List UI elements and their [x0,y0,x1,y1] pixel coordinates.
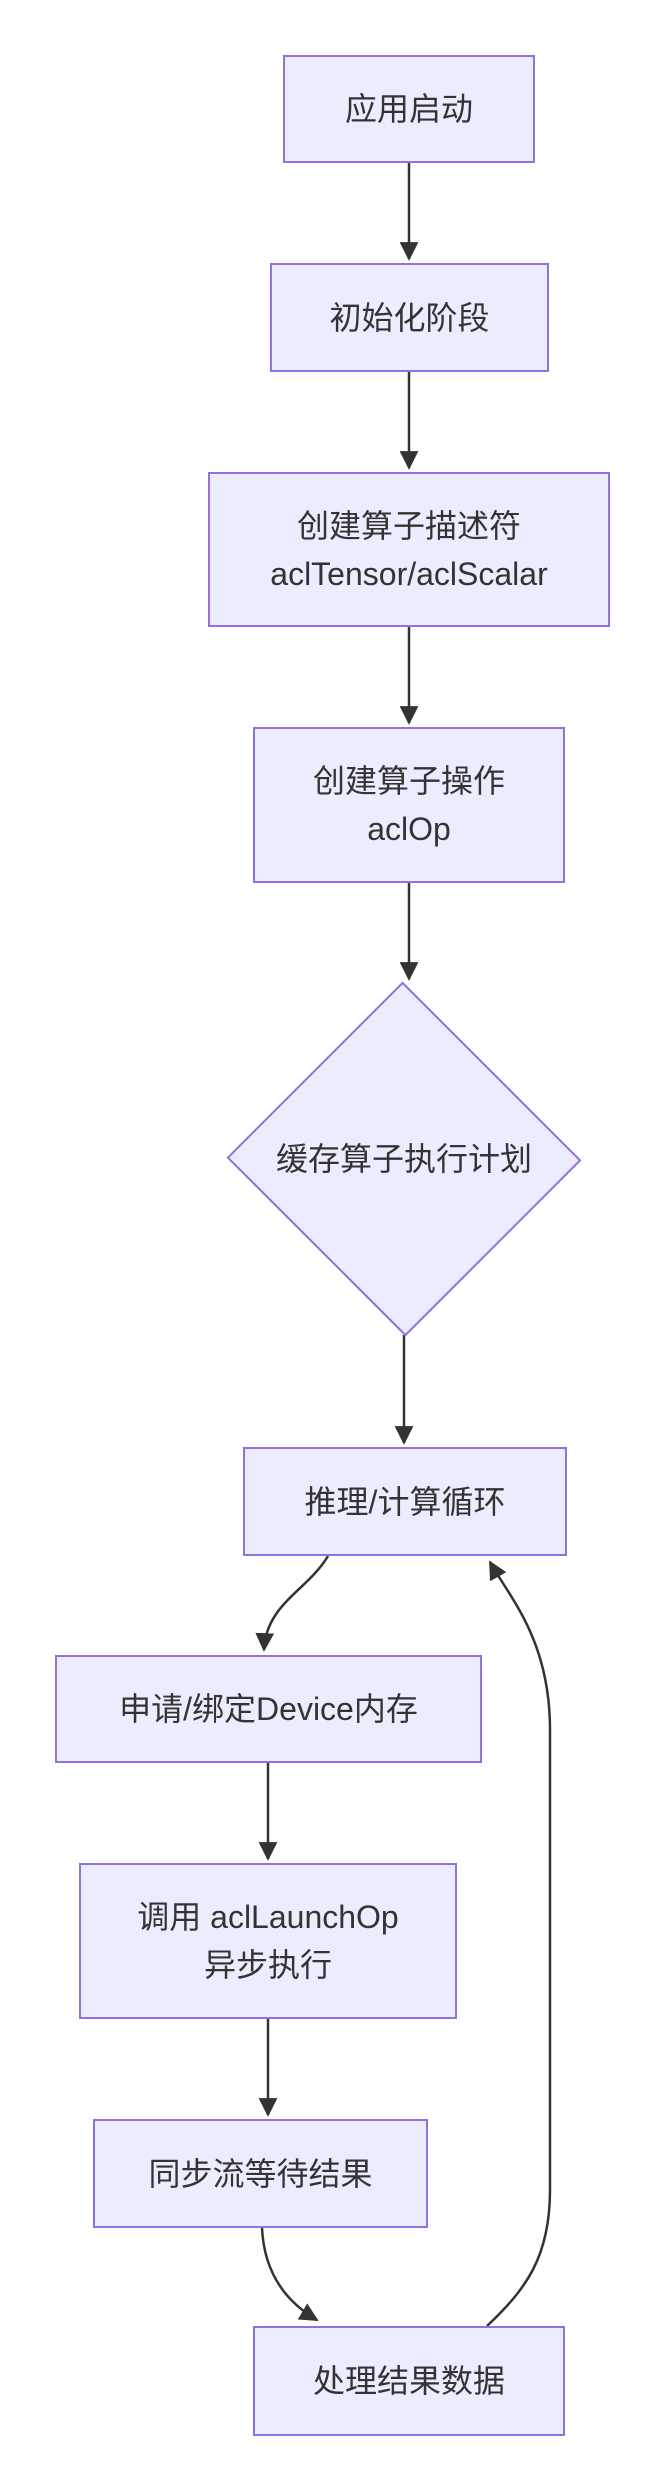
node-launch-op: 调用 aclLaunchOp 异步执行 [79,1863,457,2019]
node-app-start: 应用启动 [283,55,535,163]
node-cache-plan-label: 缓存算子执行计划 [275,1141,532,1177]
edge-infer-loop-to-bind-memory [255,1555,330,1652]
node-process-result: 处理结果数据 [253,2326,565,2436]
edge-sync-stream-to-process-result [260,2227,319,2322]
node-create-op-label-line1: 创建算子操作 [312,763,505,799]
node-cache-plan: 缓存算子执行计划 [225,981,583,1337]
node-bind-memory-label: 申请/绑定Device内存 [119,1691,418,1727]
node-init-phase-label: 初始化阶段 [329,299,490,336]
node-launch-op-label-line2: 异步执行 [203,1947,332,1983]
node-create-descriptor: 创建算子描述符 aclTensor/aclScalar [208,472,610,627]
node-sync-stream-label: 同步流等待结果 [148,2155,373,2192]
node-infer-loop-label: 推理/计算循环 [304,1483,506,1520]
node-create-op: 创建算子操作 aclOp [253,727,565,883]
node-infer-loop: 推理/计算循环 [243,1447,567,1556]
node-sync-stream: 同步流等待结果 [93,2119,428,2228]
node-init-phase: 初始化阶段 [270,263,549,372]
node-launch-op-label-line1: 调用 aclLaunchOp [137,1899,399,1935]
node-create-descriptor-label-line1: 创建算子描述符 [296,507,521,544]
node-process-result-label: 处理结果数据 [312,2363,505,2399]
node-bind-memory: 申请/绑定Device内存 [55,1655,482,1763]
node-create-op-label-line2: aclOp [367,811,451,847]
edge-process-result-to-infer-loop [486,1560,552,2327]
node-app-start-label: 应用启动 [344,91,473,127]
node-create-descriptor-label-line2: aclTensor/aclScalar [270,555,548,592]
